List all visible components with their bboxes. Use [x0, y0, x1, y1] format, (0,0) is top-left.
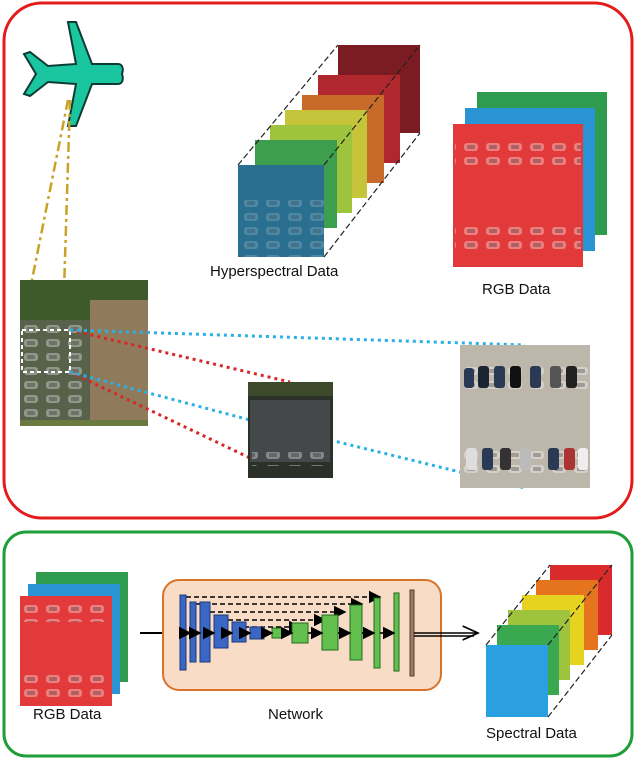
rgb-label-top: RGB Data — [482, 281, 551, 298]
roi-lines — [69, 328, 526, 490]
spectral-label: Spectral Data — [486, 725, 577, 742]
rgb-stack-top — [453, 92, 607, 267]
hyperspectral-label: Hyperspectral Data — [210, 263, 339, 280]
bottom-panel — [2, 530, 634, 758]
hyperspectral-cube — [237, 44, 421, 258]
spectral-cube — [485, 564, 613, 718]
airplane-icon — [22, 21, 124, 127]
aerial-image — [20, 280, 148, 426]
rgb-label-bottom: RGB Data — [33, 706, 102, 723]
parking-zoom — [460, 345, 590, 488]
network-label: Network — [268, 706, 324, 723]
sensor-beam — [28, 99, 72, 291]
top-panel — [2, 1, 634, 520]
roi-box — [21, 329, 71, 373]
hyperspectral-crop — [248, 382, 333, 478]
rgb-stack-bottom — [20, 572, 128, 706]
